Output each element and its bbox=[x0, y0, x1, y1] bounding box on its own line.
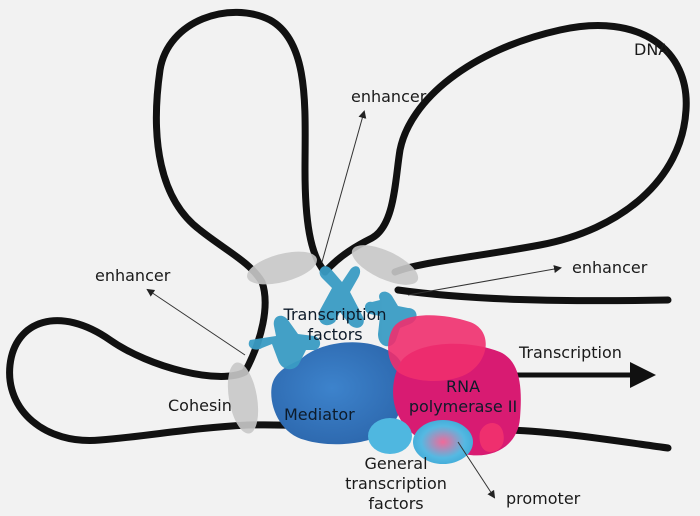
label-mediator: Mediator bbox=[284, 405, 355, 424]
label-enhancer-top: enhancer bbox=[351, 87, 427, 106]
label-rna-polymerase-line2: polymerase II bbox=[408, 397, 518, 416]
label-general-transcription-factors: General transcription factors bbox=[334, 454, 458, 514]
pointer-enhancer-left bbox=[146, 288, 246, 356]
label-enhancer-left: enhancer bbox=[95, 266, 171, 285]
label-transcription-factors-line2: factors bbox=[307, 325, 363, 344]
pointer-enhancer-top bbox=[321, 110, 367, 263]
cohesin-rings bbox=[227, 245, 419, 434]
pointer-lines bbox=[146, 110, 562, 499]
general-transcription-factor-shapes bbox=[368, 418, 473, 464]
mediator-complex bbox=[271, 342, 407, 445]
transcription-arrow bbox=[514, 362, 656, 388]
label-transcription: Transcription bbox=[519, 343, 622, 362]
label-rna-polymerase: RNA polymerase II bbox=[396, 377, 530, 417]
label-general-tf-line2: transcription bbox=[345, 474, 447, 493]
pointer-promoter bbox=[457, 441, 496, 499]
label-transcription-factors-line1: Transcription bbox=[283, 305, 387, 324]
label-enhancer-right: enhancer bbox=[572, 258, 648, 277]
pointer-enhancer-right bbox=[407, 265, 562, 296]
label-general-tf-line3: factors bbox=[368, 494, 424, 513]
label-transcription-factors: Transcription factors bbox=[273, 305, 397, 345]
label-rna-polymerase-line1: RNA bbox=[445, 377, 481, 396]
label-dna: DNA bbox=[634, 40, 670, 59]
transcription-factor-shapes bbox=[248, 266, 417, 370]
label-general-tf-line1: General bbox=[364, 454, 428, 473]
label-cohesin: Cohesin bbox=[168, 396, 232, 415]
label-promoter: promoter bbox=[506, 489, 581, 508]
